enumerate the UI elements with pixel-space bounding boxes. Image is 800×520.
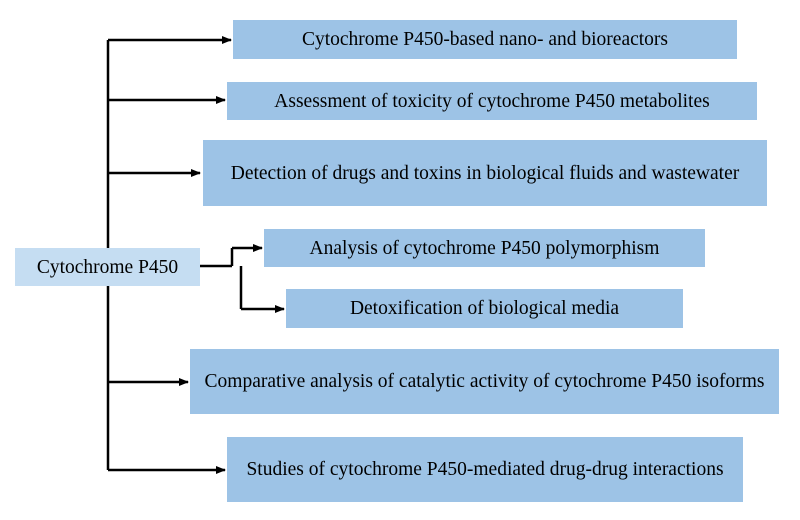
node-label: Studies of cytochrome P450-mediated drug…	[246, 459, 724, 480]
node-nanoreactors: Cytochrome P450-based nano- and bioreact…	[233, 20, 737, 59]
node-drug-detection: Detection of drugs and toxins in biologi…	[203, 140, 767, 206]
root-node: Cytochrome P450	[15, 248, 200, 286]
node-toxicity-assessment: Assessment of toxicity of cytochrome P45…	[227, 82, 757, 120]
node-drug-interactions: Studies of cytochrome P450-mediated drug…	[227, 437, 743, 502]
node-polymorphism: Analysis of cytochrome P450 polymorphism	[264, 229, 705, 267]
node-detoxification: Detoxification of biological media	[286, 289, 683, 328]
node-label: Detoxification of biological media	[349, 298, 620, 319]
node-label: Detection of drugs and toxins in biologi…	[230, 162, 740, 184]
node-catalytic-activity: Comparative analysis of catalytic activi…	[190, 349, 779, 414]
node-label: Cytochrome P450-based nano- and bioreact…	[301, 29, 669, 50]
node-label: Assessment of toxicity of cytochrome P45…	[274, 90, 710, 112]
root-node-label: Cytochrome P450	[36, 256, 179, 278]
node-label: Comparative analysis of catalytic activi…	[204, 371, 765, 392]
node-label: Analysis of cytochrome P450 polymorphism	[309, 237, 660, 259]
